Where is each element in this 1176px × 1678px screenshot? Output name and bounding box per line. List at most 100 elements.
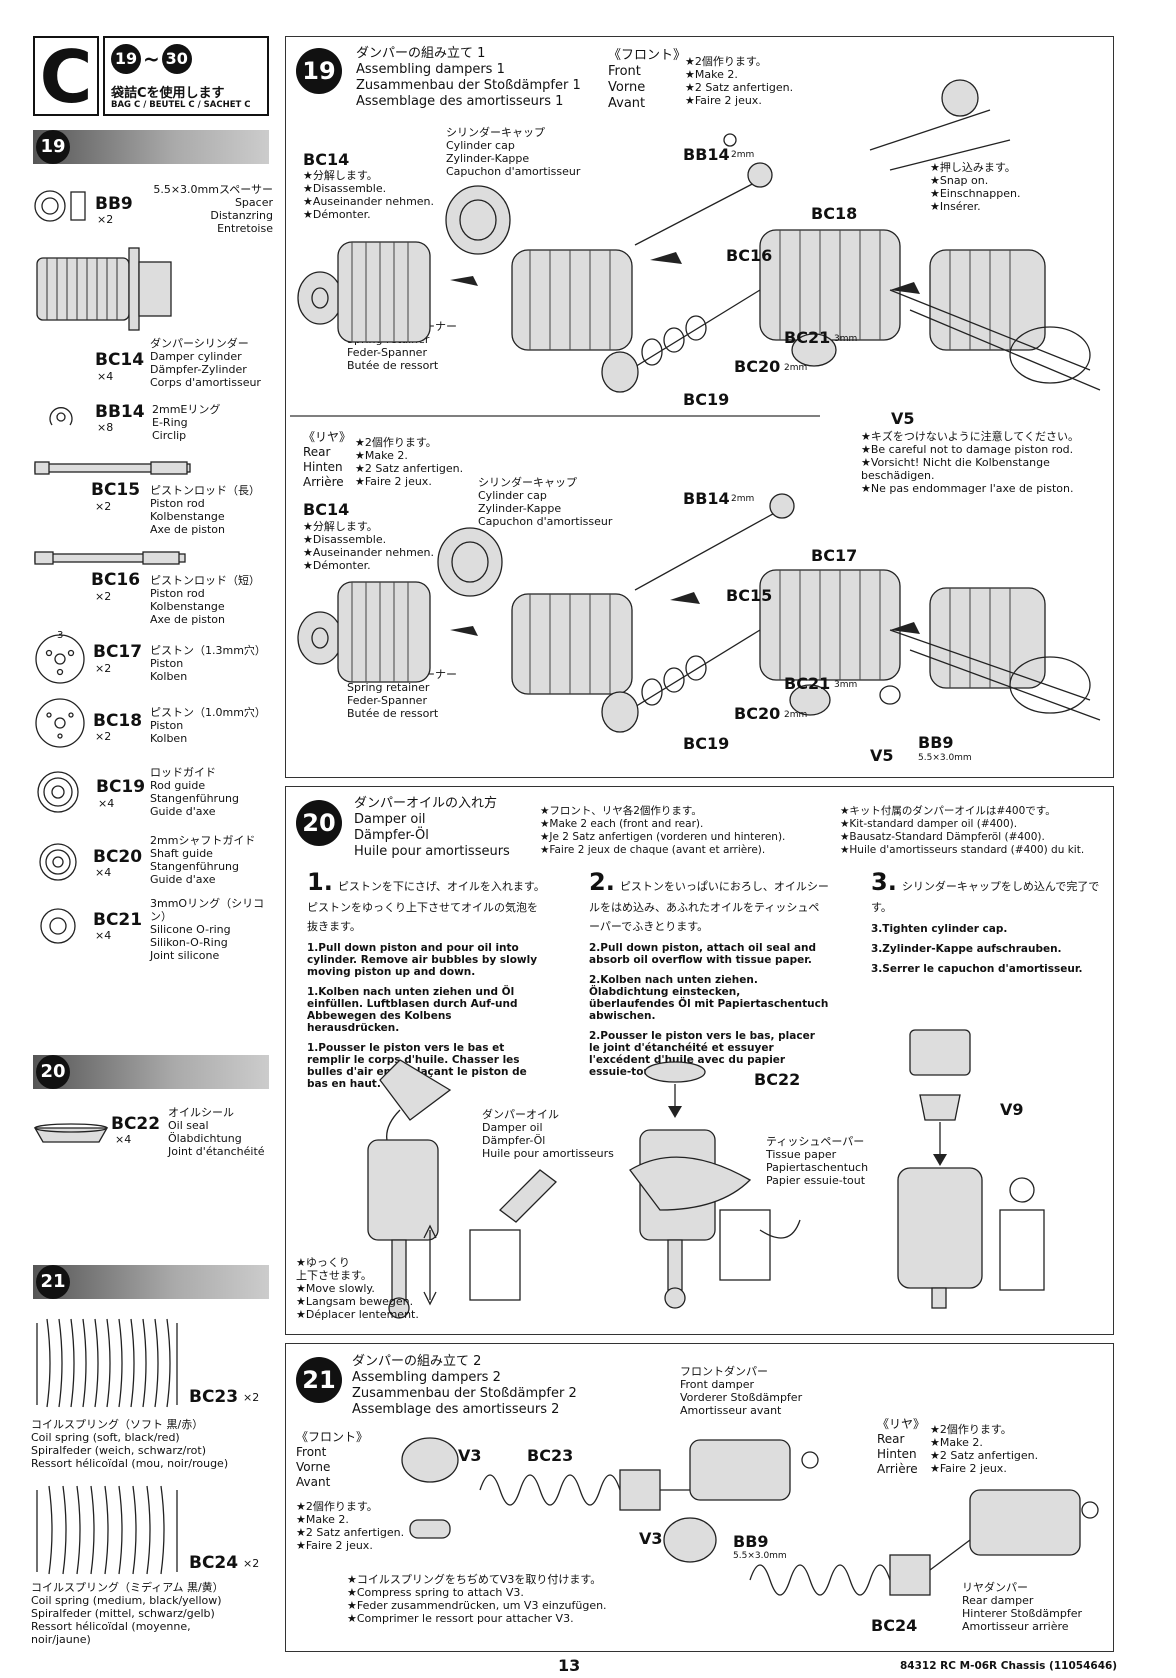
footer-reference: 84312 RC M-06R Chassis (11054646) (900, 1660, 1118, 1672)
part-desc-bc22: オイルシール Oil seal Ölabdichtung Joint d'éta… (168, 1106, 265, 1158)
callout-bc19-front: BC19 (683, 390, 730, 409)
step20-sub1-fr: 1.Pousser le piston vers le bas et rempl… (307, 1042, 527, 1090)
range-sep: ~ (143, 47, 160, 71)
callout-bc14-rear: BC14 (303, 500, 350, 519)
tissue-label: ティッシュペーパー Tissue paper Papiertaschentuch… (766, 1135, 869, 1187)
step19-rear-label: 《リヤ》 Rear Hinten Arrière (303, 430, 352, 489)
part-desc-bc17: ピストン（1.3mm穴） Piston Kolben (150, 644, 266, 683)
sidebar-step21-number: 21 (36, 1265, 70, 1299)
callout-bc21-front: BC21 (784, 328, 831, 347)
part-desc-bc18: ピストン（1.0mm穴） Piston Kolben (150, 706, 266, 745)
bc14-part-icon (36, 247, 172, 331)
part-qty-bc21: ×4 (95, 929, 112, 942)
step20-sub2-en: 2.Pull down piston, attach oil seal and … (589, 942, 817, 966)
step20-sub3-en: 3.Tighten cylinder cap. (871, 923, 1008, 935)
bag-range-box: 19 ~ 30 袋詰Cを使用します BAG C / BEUTEL C / SAC… (103, 36, 269, 116)
callout-bc17: BC17 (811, 546, 858, 565)
part-qty-bc19: ×4 (98, 797, 115, 810)
step21-title: ダンパーの組み立て 2 Assembling dampers 2 Zusamme… (352, 1354, 577, 1417)
step21-panel (285, 1343, 1114, 1652)
callout-bb9-size: 5.5×3.0mm (918, 753, 972, 763)
rear-damper-label: リヤダンパー Rear damper Hinterer Stoßdämpfer … (962, 1581, 1082, 1633)
sidebar-step19-bar (33, 130, 269, 164)
callout-bb9-size-step21: 5.5×3.0mm (733, 1551, 787, 1561)
part-code-bc17: BC17 (93, 642, 143, 662)
cap-label-front: シリンダーキャップ Cylinder cap Zylinder-Kappe Ca… (446, 126, 581, 178)
sidebar-step21-bar (33, 1265, 269, 1299)
part-code-bc20: BC20 (93, 847, 143, 867)
step20-number: 20 (296, 800, 342, 846)
part-code-bc16: BC16 (91, 570, 141, 590)
bb9-part-icon (34, 190, 86, 222)
part-desc-bc19: ロッドガイド Rod guide Stangenführung Guide d'… (150, 766, 239, 818)
callout-bc20-mm-rear: 2mm (784, 710, 808, 720)
spring-assembly-diagram (401, 1437, 1099, 1596)
callout-v3-front: V3 (458, 1446, 482, 1465)
part-code-bb9: BB9 (95, 194, 133, 214)
step20-sub1-num: 1. (307, 868, 333, 896)
step20-sub3: 3. シリンダーキャップをしめ込んで完了です。 3.Tighten cylind… (871, 868, 1101, 975)
step20-panel (285, 786, 1114, 1335)
bag-header: C 19 ~ 30 袋詰Cを使用します BAG C / BEUTEL C / S… (33, 36, 269, 116)
step20-sub3-fr: 3.Serrer le capuchon d'amortisseur. (871, 963, 1083, 975)
part-code-bb14: BB14 (95, 402, 145, 422)
callout-v5-rear: V5 (870, 746, 894, 765)
part-code-bc24: BC24 (189, 1553, 239, 1573)
bc17-hole-count: 3 (57, 630, 64, 641)
oil-filling-diagram (367, 1029, 1045, 1319)
step20-note-mid: ★フロント、リヤ各2個作ります。 ★Make 2 each (front and… (540, 805, 786, 856)
part-desc-bc15: ピストンロッド（長） Piston rod Kolbenstange Axe d… (150, 484, 260, 536)
part-desc-bb9: 5.5×3.0mmスペーサー Spacer Distanzring Entret… (153, 183, 273, 235)
part-desc-bc21: 3mmOリング（シリコン） Silicone O-ring Silikon-O-… (150, 897, 265, 962)
cap-label-rear: シリンダーキャップ Cylinder cap Zylinder-Kappe Ca… (478, 476, 613, 528)
part-qty-bc24: ×2 (243, 1557, 260, 1570)
step20-sub3-num: 3. (871, 868, 897, 896)
callout-bb9-step21: BB9 (733, 1532, 769, 1551)
bc18-piston-icon (35, 698, 85, 748)
careful-note: ★キズをつけないように注意してください。 ★Be careful not to … (861, 430, 1079, 495)
callout-bb9: BB9 (918, 733, 954, 752)
part-qty-bc23: ×2 (243, 1391, 260, 1404)
callout-bc22: BC22 (754, 1070, 801, 1089)
part-desc-bc14: ダンパーシリンダー Damper cylinder Dämpfer-Zylind… (150, 337, 261, 389)
step20-sub1-de: 1.Kolben nach unten ziehen und Öl einfül… (307, 986, 518, 1034)
step21-rear-label: 《リヤ》 Rear Hinten Arrière (877, 1417, 926, 1476)
part-desc-bc20: 2mmシャフトガイド Shaft guide Stangenführung Gu… (150, 834, 256, 886)
callout-bc20-mm-front: 2mm (784, 363, 808, 373)
step20-sub3-de: 3.Zylinder-Kappe aufschrauben. (871, 943, 1062, 955)
step19-title: ダンパーの組み立て 1 Assembling dampers 1 Zusamme… (356, 46, 581, 109)
sidebar-step20-bar (33, 1055, 269, 1089)
part-qty-bc18: ×2 (95, 730, 112, 743)
callout-bc15: BC15 (726, 586, 773, 605)
callout-bc20-front: BC20 (734, 357, 781, 376)
part-qty-bc17: ×2 (95, 662, 112, 675)
part-qty-bb9: ×2 (97, 213, 114, 226)
step19-disassemble-note-rear: ★分解します。 ★Disassemble. ★Auseinander nehme… (303, 520, 435, 572)
callout-bc21-mm-rear: 3mm (834, 680, 858, 690)
step21-number: 21 (296, 1357, 342, 1403)
part-code-bc21: BC21 (93, 910, 143, 930)
bc19-rodguide-icon (37, 771, 79, 813)
bag-en: BAG C / BEUTEL C / SACHET C (111, 100, 251, 110)
bc16-rod-icon (34, 551, 186, 565)
part-desc-bc23: コイルスプリング（ソフト 黒/赤） Coil spring (soft, bla… (31, 1418, 229, 1470)
range-from-circle: 19 (111, 44, 141, 74)
bc17-piston-icon (35, 634, 85, 684)
part-qty-bc16: ×2 (95, 590, 112, 603)
compress-note: ★コイルスプリングをちぢめてV3を取り付けます。 ★Compress sprin… (347, 1573, 607, 1625)
callout-bb14-rear: BB14 (683, 489, 730, 508)
callout-bc19-rear: BC19 (683, 734, 730, 753)
callout-bc20-rear: BC20 (734, 704, 781, 723)
bag-letter-box: C (33, 36, 99, 116)
callout-bc14-front: BC14 (303, 150, 350, 169)
sidebar-step19-number: 19 (36, 130, 70, 164)
part-code-bc18: BC18 (93, 711, 143, 731)
step20-sub3-jp: シリンダーキャップをしめ込んで完了です。 (871, 880, 1100, 914)
bb14-eclip-icon (49, 407, 73, 426)
callout-v3-rear: V3 (639, 1529, 663, 1548)
step20-sub2: 2. ピストンをいっぱいにおろし、オイルシールをはめ込み、あふれたオイルをティッ… (589, 868, 829, 1078)
callout-bc21-mm-front: 3mm (834, 334, 858, 344)
step19-panel (285, 36, 1114, 778)
step19-number: 19 (296, 48, 342, 94)
step20-sub2-fr: 2.Pousser le piston vers le bas, placer … (589, 1030, 815, 1078)
